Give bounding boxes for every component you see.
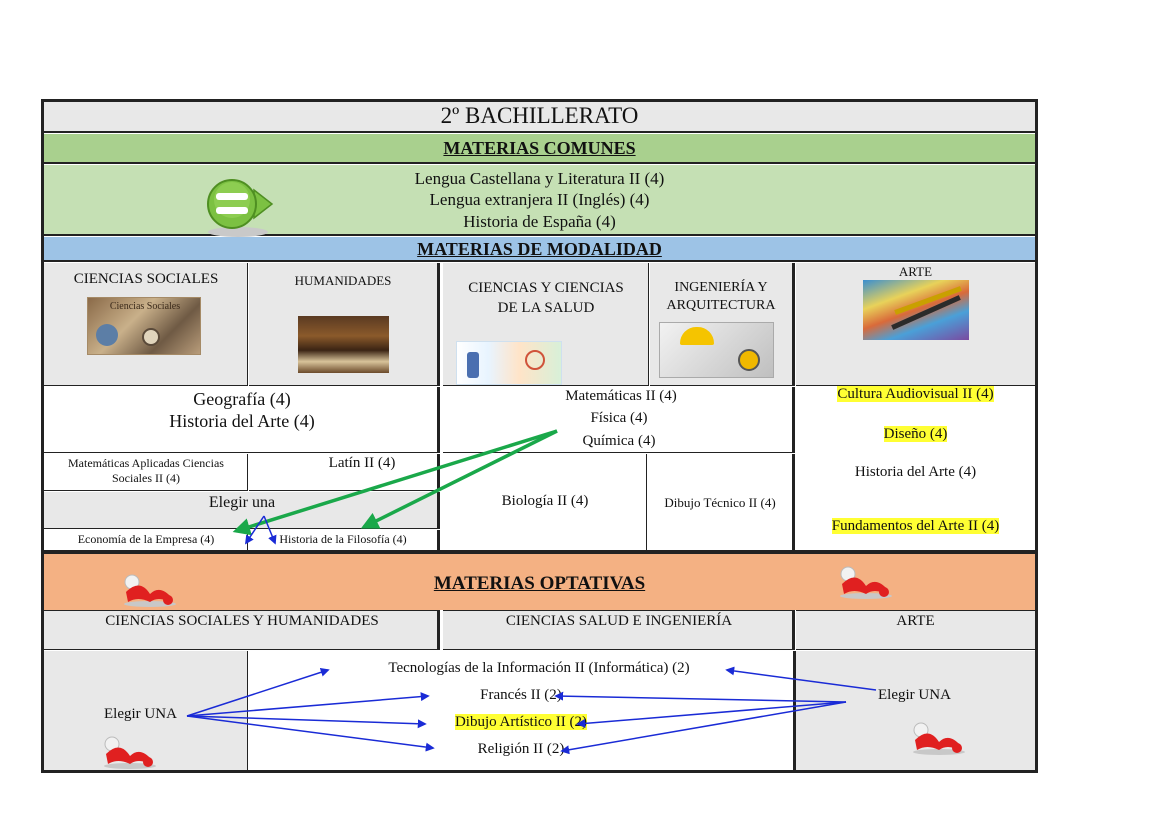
opt-col-cie-label: CIENCIAS SALUD E INGENIERÍA [505,613,733,629]
reclining-figure-icon [124,574,176,607]
microscope-icon [467,352,479,378]
dibujo-tecnico-cell [648,454,795,550]
modalidad-header-row [44,237,1035,262]
comunes-header: MATERIAS COMUNES [443,138,636,158]
opt-subject-tic: Tecnologías de la Información II (Inform… [388,660,690,676]
atom-icon [525,350,545,370]
filosofia-subject: Historia de la Filosofía (4) [279,532,407,546]
cie-subject-matematicas: Matemáticas II (4) [565,388,677,404]
globe-icon [96,324,118,346]
page-title: 2º BACHILLERATO [440,103,639,128]
modalidad-bottom-border [44,550,1035,554]
optativas-header: MATERIAS OPTATIVAS [433,573,646,594]
col-ingenieria-label-2: ARQUITECTURA [666,298,776,313]
opt-elegir-left: Elegir UNA [104,706,177,722]
arte-subject-historia: Historia del Arte (4) [854,464,977,480]
opt-subject-frances: Francés II (2) [480,687,562,703]
arte-subject-fundamentos-text: Fundamentos del Arte II (4) [831,518,1000,534]
col-ingenieria-label-1: INGENIERÍA Y [674,280,768,295]
cie-subject-fisica: Física (4) [590,410,648,426]
economia-subject: Economía de la Empresa (4) [77,532,215,546]
arte-subject-cultura: Cultura Audiovisual II (4) [796,386,1035,403]
title-row [44,102,1035,133]
elegir-una-label: Elegir una [208,494,276,511]
opt-subject-dibujo: Dibujo Artístico II (2) [249,714,793,731]
col-ciencias-label-1: CIENCIAS Y CIENCIAS [468,280,624,296]
reclining-figure-icon-2 [840,566,892,599]
reclining-figure-icon-4 [913,722,965,755]
modalidad-header: MATERIAS DE MODALIDAD [417,239,662,259]
col-arte-label: ARTE [898,264,933,279]
opt-subject-religion: Religión II (2) [477,741,565,757]
opt-col-soc-cell [44,610,440,650]
opt-col-soc-label: CIENCIAS SOCIALES Y HUMANIDADES [105,613,379,629]
helmet-icon [680,327,714,345]
sociales-image-label: Ciencias Sociales [109,301,181,312]
opt-col-arte-label: ARTE [896,613,935,629]
arte-subject-diseno: Diseño (4) [796,426,1035,443]
latin-subject: Latín II (4) [328,455,396,471]
opt-col-arte-cell [796,610,1035,650]
biologia-subject: Biología II (4) [501,493,589,509]
clock-icon [142,328,160,346]
soc-subject-geografia: Geografía (4) [193,389,291,409]
opt-col-cie-cell [443,610,795,650]
engineering-image [659,322,774,378]
comunes-subject-2: Lengua extranjera II (Inglés) (4) [429,190,650,209]
col-humanidades-label: HUMANIDADES [294,273,392,288]
cie-subject-quimica: Química (4) [582,433,656,449]
col-ciencias-label-2: DE LA SALUD [497,300,595,316]
arte-subject-fundamentos: Fundamentos del Arte II (4) [796,518,1035,535]
soc-subject-historia-arte: Historia del Arte (4) [169,411,315,431]
dibujo-tecnico-subject: Dibujo Técnico II (4) [664,495,776,510]
equals-arrow-icon [207,179,274,237]
comunes-header-row [44,134,1035,164]
comunes-subject-1: Lengua Castellana y Literatura II (4) [414,169,665,188]
mat-aplicadas-line-1: Matemáticas Aplicadas Ciencias [68,456,224,470]
comunes-subject-3: Historia de España (4) [463,212,616,231]
sociales-image: Ciencias Sociales [87,297,201,355]
outer-table [41,99,1038,773]
opt-elegir-right: Elegir UNA [878,687,951,703]
mat-aplicadas-cell [44,454,248,491]
opt-subject-dibujo-text: Dibujo Artístico II (2) [454,714,588,730]
col-sociales-label: CIENCIAS SOCIALES [73,271,219,287]
books-image [298,316,389,373]
arte-subject-cultura-text: Cultura Audiovisual II (4) [837,386,994,402]
optativas-header-row [44,554,1035,610]
filosofia-cell [249,530,440,550]
paintbrushes-image [863,280,969,340]
reclining-figure-icon-3 [104,736,156,769]
tape-measure-icon [738,349,760,371]
mat-aplicadas-line-2: Sociales II (4) [112,471,180,485]
arte-subject-diseno-text: Diseño (4) [883,426,948,442]
science-image [456,341,562,385]
